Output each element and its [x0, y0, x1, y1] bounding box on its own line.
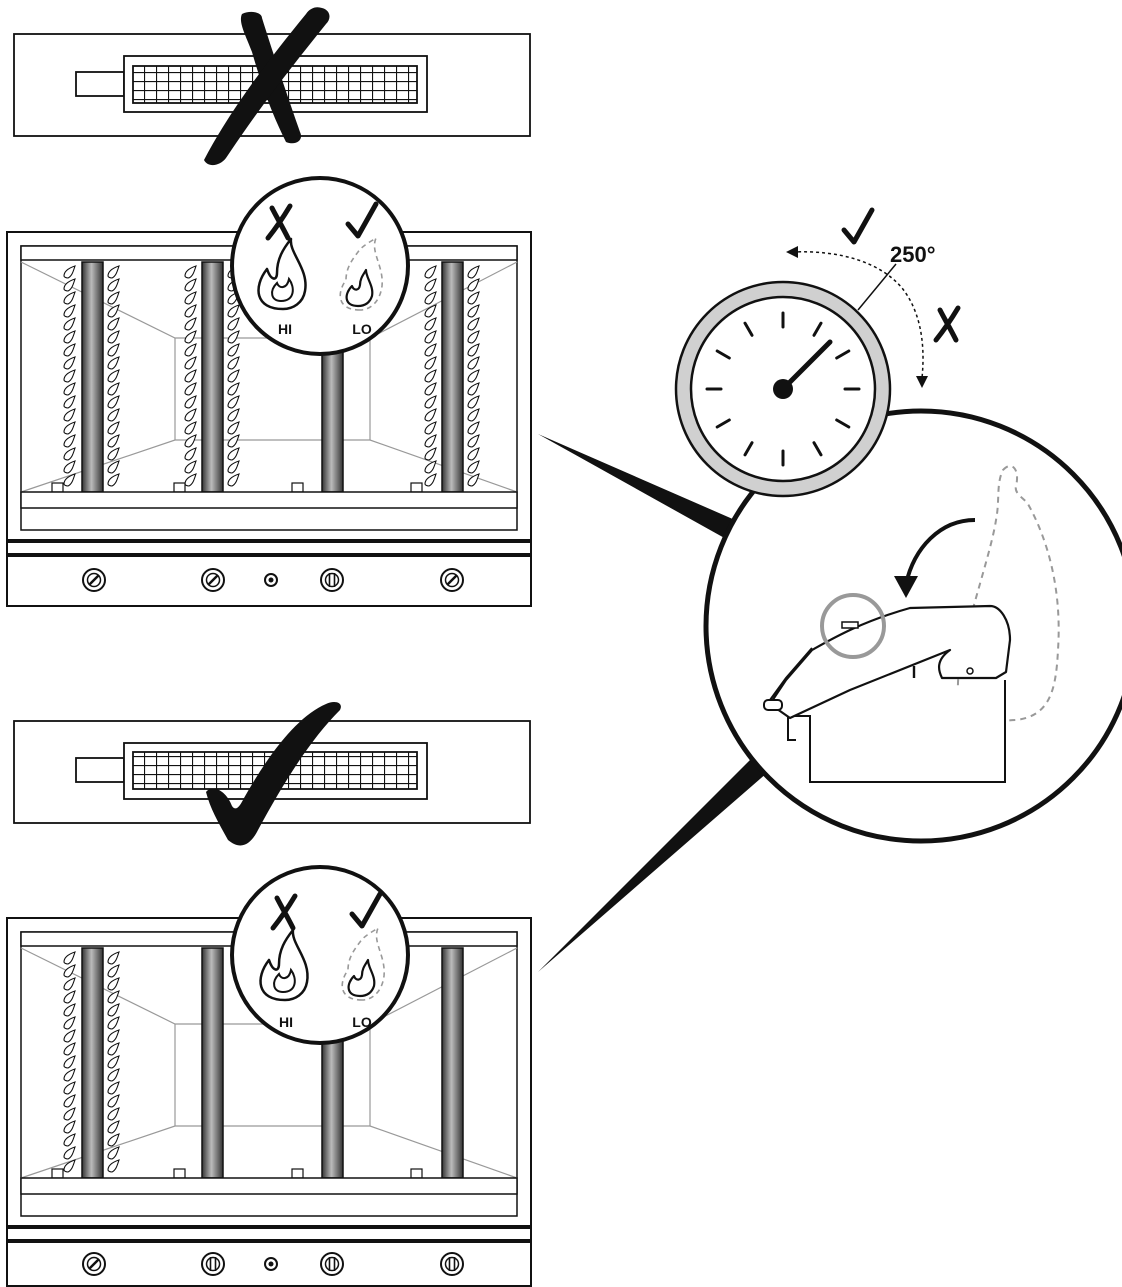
burner-knob[interactable] — [321, 569, 343, 591]
burner-knob[interactable] — [202, 569, 224, 591]
flame-setting-callout-top: HI LO — [232, 178, 408, 354]
burner-knob[interactable] — [202, 1253, 224, 1275]
x-mark-icon — [936, 308, 958, 340]
hi-label: HI — [278, 321, 292, 337]
burner-knob[interactable] — [83, 569, 105, 591]
arrow-down-icon — [916, 376, 928, 388]
thermometer-icon — [676, 282, 890, 496]
check-mark-icon — [844, 210, 872, 242]
temperature-label: 250° — [890, 242, 936, 267]
burner-knob[interactable] — [441, 1253, 463, 1275]
burner-knob[interactable] — [441, 569, 463, 591]
lid-handle[interactable] — [764, 700, 782, 710]
lo-label: LO — [352, 321, 372, 337]
lo-label: LO — [352, 1014, 372, 1030]
burner-knob[interactable] — [83, 1253, 105, 1275]
arrow-left-icon — [786, 246, 798, 258]
flame-setting-callout-bottom: HI LO — [232, 867, 408, 1043]
burner-knob[interactable] — [321, 1253, 343, 1275]
hi-label: HI — [279, 1014, 293, 1030]
